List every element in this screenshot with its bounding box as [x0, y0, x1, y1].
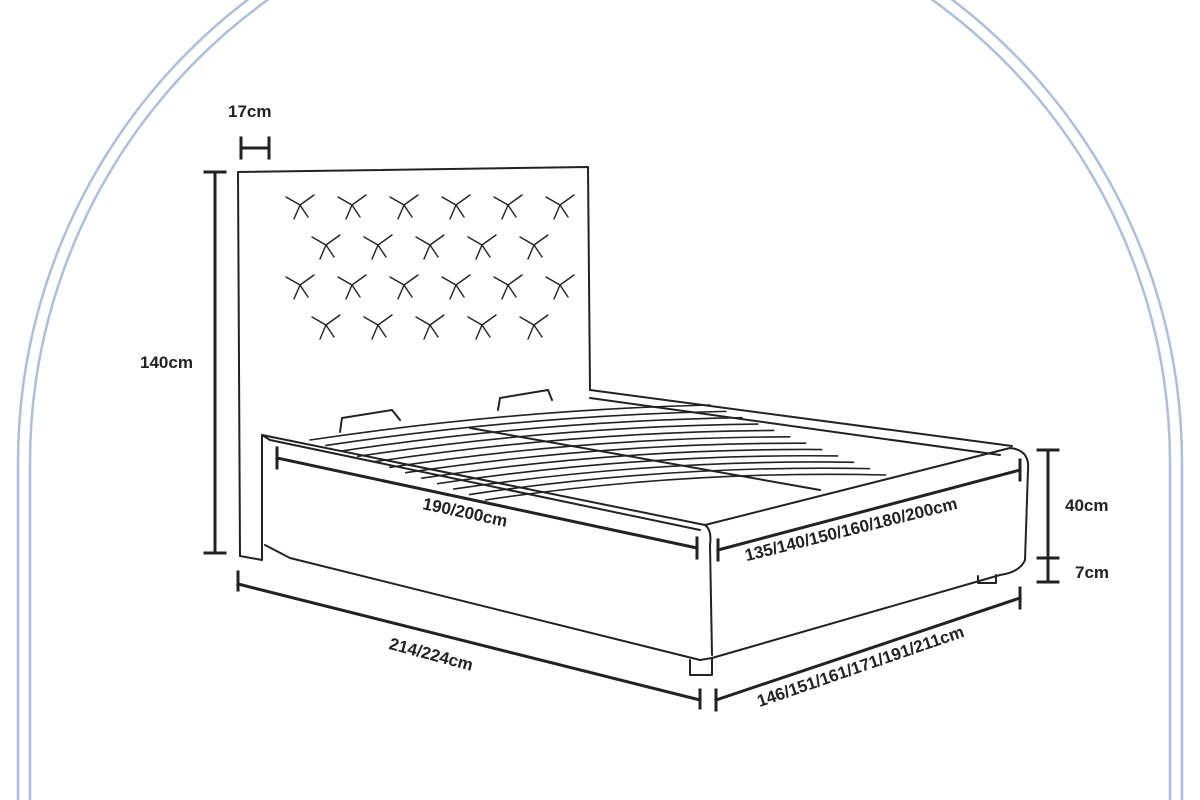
- slat: [388, 436, 791, 469]
- headboard-tufting: [285, 194, 575, 340]
- bed-slats: [309, 404, 887, 501]
- tuft-button: [311, 314, 341, 340]
- tuft-button: [389, 194, 419, 220]
- frame-height-label: 40cm: [1065, 496, 1109, 515]
- tuft-button: [519, 234, 549, 260]
- tuft-button: [415, 314, 445, 340]
- tuft-button: [519, 314, 549, 340]
- tuft-button: [493, 274, 523, 300]
- bed-outline: [237, 166, 1030, 676]
- headboard-depth-label: 17cm: [228, 102, 272, 121]
- tuft-button: [363, 314, 393, 340]
- tuft-button: [441, 194, 471, 220]
- tuft-button: [545, 274, 575, 300]
- dimension-lines: [203, 136, 1060, 712]
- tuft-button: [285, 274, 315, 300]
- tuft-button: [337, 194, 367, 220]
- slat: [452, 461, 855, 490]
- arch-frame: [16, 0, 1184, 800]
- slat: [341, 416, 743, 452]
- tuft-button: [493, 194, 523, 220]
- tuft-button: [337, 274, 367, 300]
- tuft-button: [415, 234, 445, 260]
- slat: [404, 442, 807, 474]
- slat: [420, 448, 823, 479]
- slat: [357, 423, 759, 458]
- slat: [309, 404, 711, 441]
- tuft-button: [311, 234, 341, 260]
- headboard-height-label: 140cm: [140, 353, 193, 372]
- tuft-button: [363, 234, 393, 260]
- slat: [325, 410, 727, 447]
- tuft-button: [441, 274, 471, 300]
- slat: [468, 467, 871, 496]
- tuft-button: [389, 274, 419, 300]
- tuft-button: [285, 194, 315, 220]
- tuft-button: [467, 314, 497, 340]
- slat: [436, 454, 839, 485]
- tuft-button: [545, 194, 575, 220]
- slat: [484, 473, 887, 501]
- slat: [373, 429, 775, 463]
- leg-height-label: 7cm: [1075, 563, 1110, 582]
- tuft-button: [467, 234, 497, 260]
